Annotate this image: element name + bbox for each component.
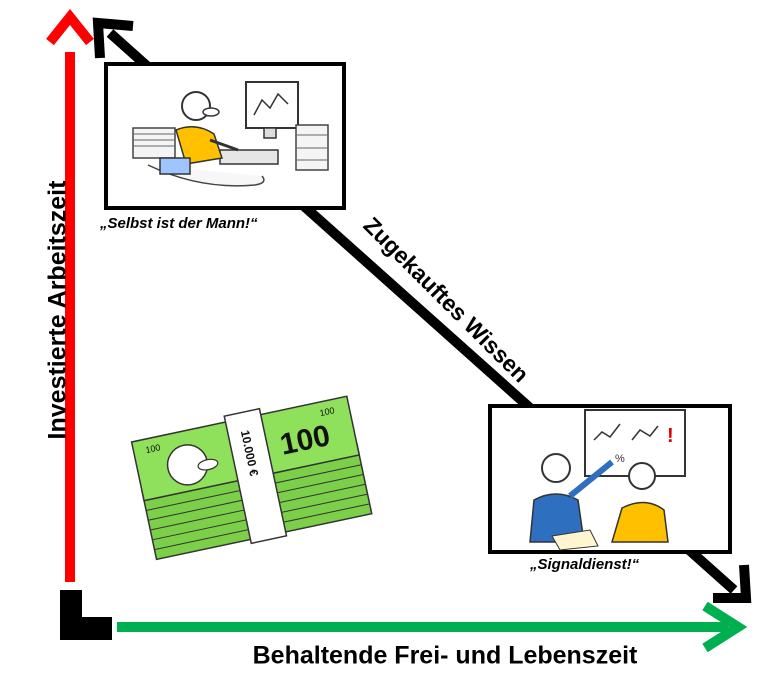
svg-text:!: !	[667, 425, 674, 447]
x-axis-label: Behaltende Frei- und Lebenszeit	[252, 641, 638, 670]
trader-at-computer-illustration	[132, 81, 329, 187]
top-illustration-panel	[104, 62, 346, 210]
y-axis-arrow	[46, 8, 94, 582]
advisor-pointing-at-chart-illustration: ! %	[529, 409, 686, 551]
y-axis-label: Investierte Arbeitszeit	[43, 180, 72, 440]
svg-text:100: 100	[145, 442, 162, 455]
x-axis-arrow	[117, 601, 748, 653]
svg-text:%: %	[615, 453, 625, 465]
top-panel-caption: „Selbst ist der Mann!“	[100, 215, 258, 232]
origin-corner-mark	[60, 590, 112, 640]
bottom-illustration-panel: ! %	[488, 404, 732, 554]
bottom-panel-caption: „Signaldienst!“	[530, 556, 640, 573]
money-stack-illustration: 100 100 100 10.000 €	[130, 395, 373, 561]
svg-text:100: 100	[319, 405, 336, 418]
